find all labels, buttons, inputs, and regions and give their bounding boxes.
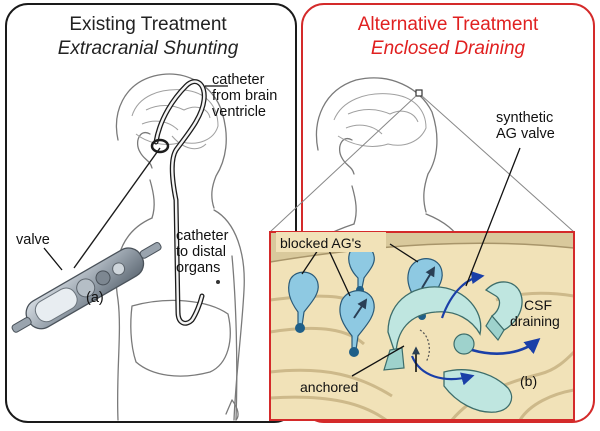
label-synthetic-1: synthetic — [496, 110, 553, 126]
child-figure-left — [115, 73, 245, 421]
distal-dot — [216, 280, 220, 284]
label-catheter-brain-3: ventricle — [212, 104, 266, 120]
right-panel-title: Alternative Treatment — [358, 14, 539, 35]
label-blocked-ags: blocked AG's — [280, 235, 361, 251]
valve-leader — [43, 247, 63, 271]
csf-flow-arrow-bottom — [410, 355, 475, 386]
label-draining: draining — [510, 313, 560, 329]
right-panel-subtitle: Enclosed Draining — [371, 38, 526, 59]
left-panel-subtitle: Extracranial Shunting — [58, 38, 239, 59]
zoom-line-right — [421, 95, 575, 233]
shunt-ring-icon — [150, 138, 170, 154]
valve-pointer-line — [73, 147, 161, 269]
blocked-leader-3 — [389, 243, 419, 263]
zoom-line-left — [269, 95, 417, 233]
left-panel-border — [5, 3, 297, 423]
blocked-leader-2 — [325, 243, 351, 297]
label-catheter-brain-1: catheter — [212, 72, 265, 88]
label-panel-a: (a) — [86, 290, 104, 306]
implant-marker — [415, 89, 423, 97]
left-panel-title: Existing Treatment — [69, 14, 227, 35]
label-catheter-distal-3: organs — [176, 260, 220, 276]
blocked-ag-3 — [339, 290, 375, 357]
label-synthetic-2: AG valve — [496, 126, 555, 142]
blocked-ag-1 — [288, 271, 319, 333]
anchored-leader — [351, 345, 405, 377]
label-csf: CSF — [524, 297, 552, 313]
label-valve: valve — [16, 232, 50, 248]
label-catheter-distal-1: catheter — [176, 228, 229, 244]
valve-device-icon — [11, 241, 162, 333]
synthetic-leader — [465, 147, 521, 287]
label-catheter-brain-2: from brain — [212, 88, 277, 104]
label-anchored: anchored — [300, 379, 358, 395]
csf-flow-arrow-top — [440, 270, 485, 319]
catheter-tube-left — [153, 79, 207, 326]
inset-panel — [269, 231, 575, 421]
csf-flow-arrow-right — [471, 337, 541, 355]
label-catheter-distal-2: to distal — [176, 244, 226, 260]
blocked-label-bg — [276, 232, 386, 252]
label-panel-b: (b) — [520, 373, 537, 389]
